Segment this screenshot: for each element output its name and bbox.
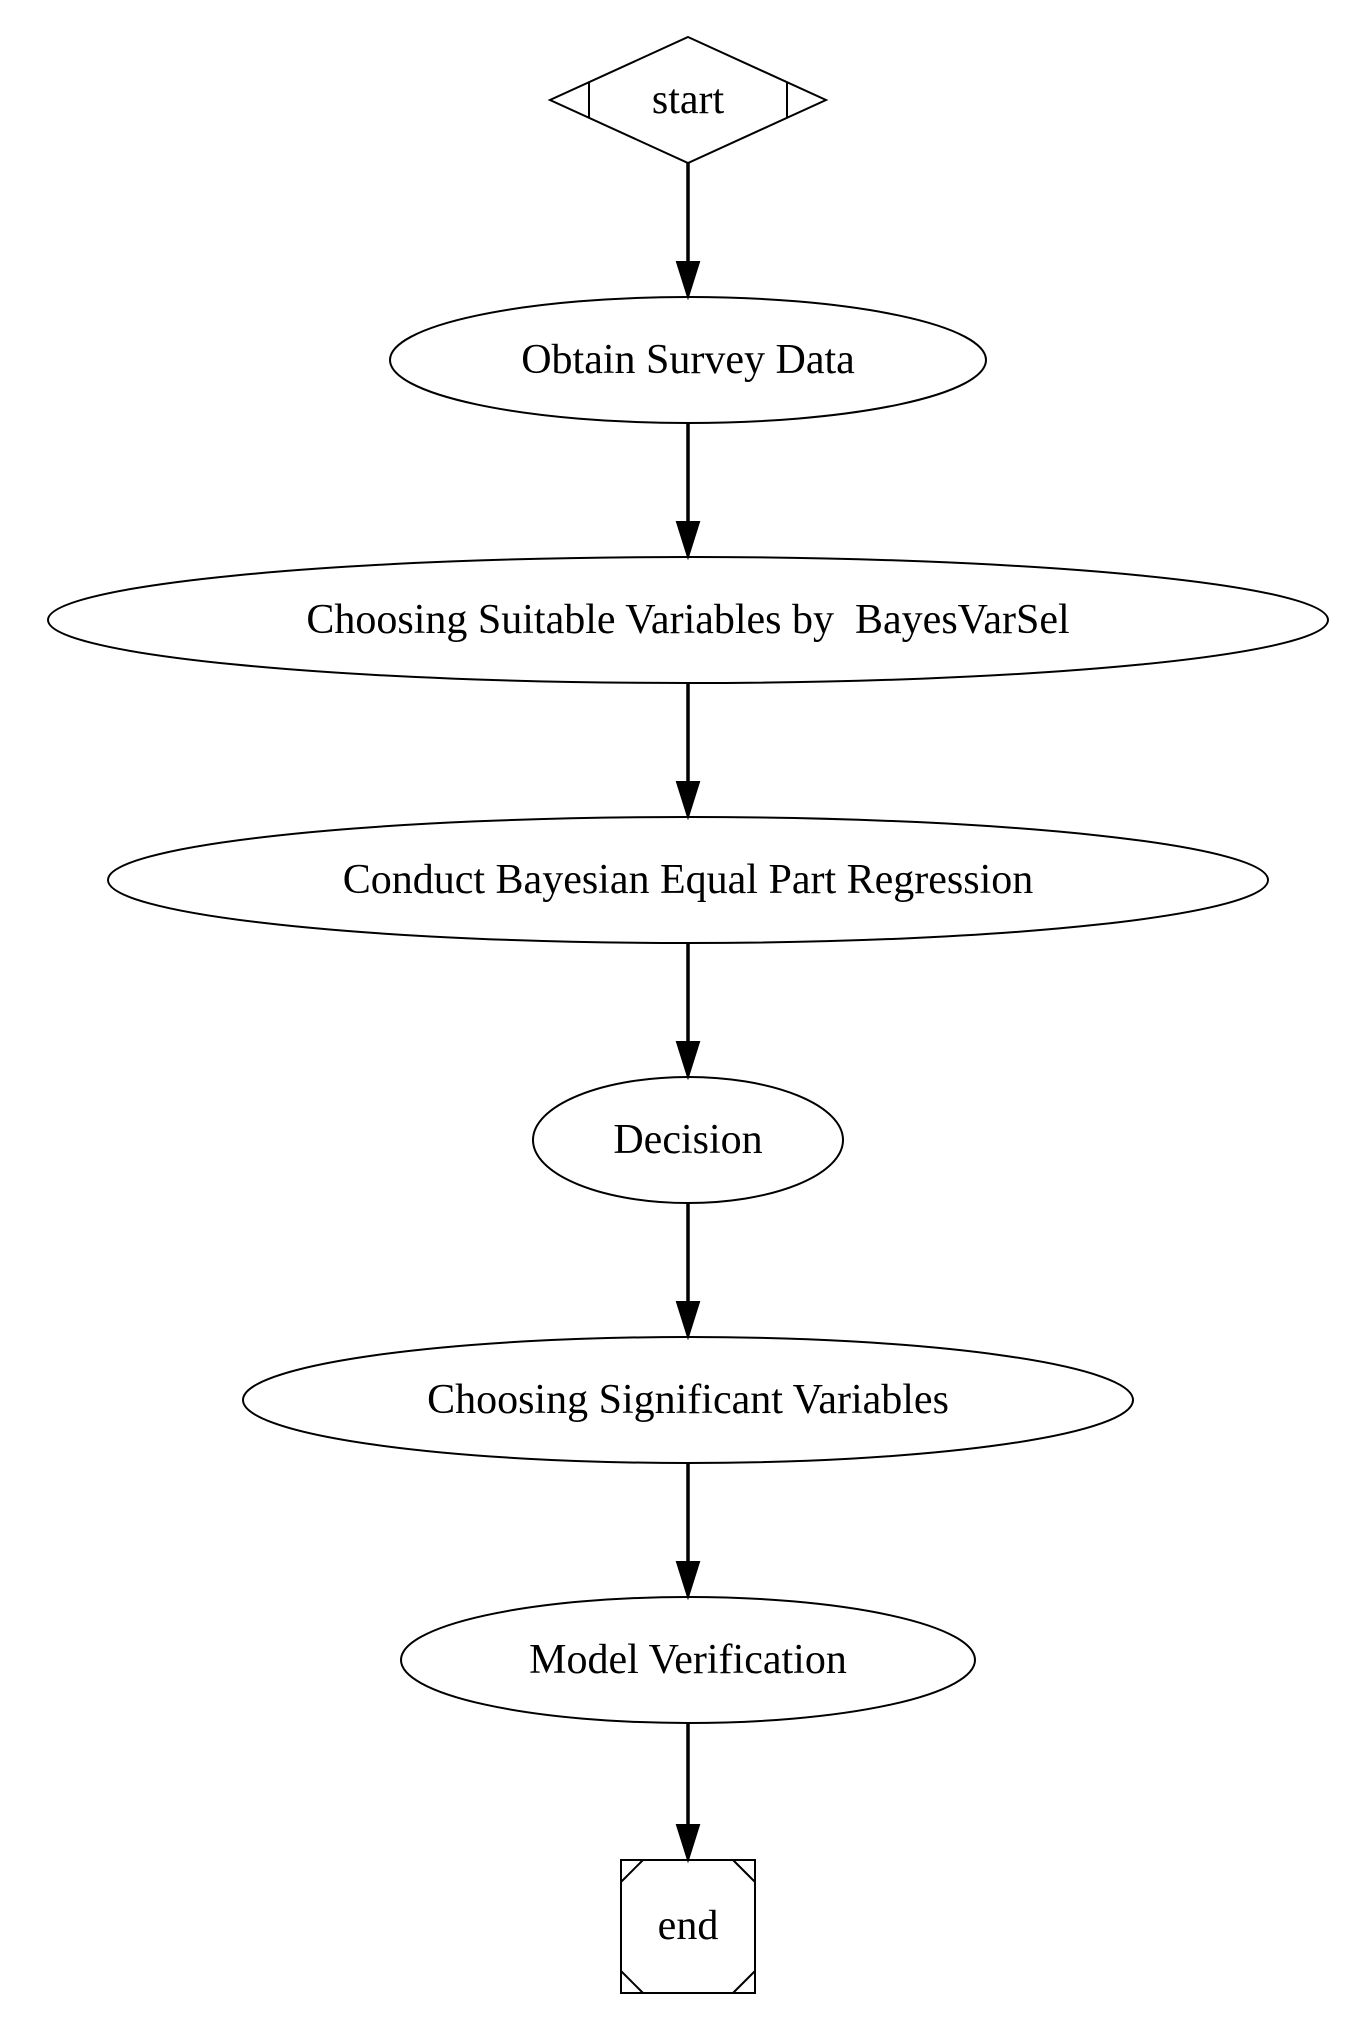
choosing-significant-variables-label: Choosing Significant Variables — [427, 1377, 949, 1423]
edge-choose-significant-to-verification — [675, 1463, 701, 1601]
edge-decision-to-choose-significant — [675, 1203, 701, 1341]
arrow-head — [675, 1301, 701, 1341]
decision-label: Decision — [613, 1117, 762, 1163]
node-decision: Decision — [532, 1076, 844, 1204]
arrow-head — [675, 781, 701, 821]
arrow-head — [675, 521, 701, 561]
arrow-head — [675, 1041, 701, 1081]
edge-obtain-to-choose-suitable — [675, 423, 701, 561]
choosing-suitable-variables-label: Choosing Suitable Variables by BayesVarS… — [306, 597, 1069, 643]
arrow-head — [675, 261, 701, 301]
edge-choose-suitable-to-conduct — [675, 683, 701, 821]
conduct-regression-label: Conduct Bayesian Equal Part Regression — [343, 857, 1034, 903]
node-end: end — [620, 1859, 756, 1994]
arrow-head — [675, 1824, 701, 1864]
end-corner-top-left — [620, 1859, 644, 1883]
end-corner-bottom-left — [620, 1970, 644, 1994]
arrow-head — [675, 1561, 701, 1601]
node-start: start — [547, 35, 829, 165]
node-obtain-survey-data: Obtain Survey Data — [389, 296, 987, 424]
node-choosing-suitable-variables: Choosing Suitable Variables by BayesVarS… — [47, 556, 1329, 684]
node-model-verification: Model Verification — [400, 1596, 976, 1724]
obtain-survey-data-label: Obtain Survey Data — [521, 337, 855, 383]
start-label: start — [652, 77, 725, 123]
edge-verification-to-end — [675, 1723, 701, 1864]
edge-conduct-to-decision — [675, 943, 701, 1081]
node-choosing-significant-variables: Choosing Significant Variables — [242, 1336, 1134, 1464]
node-conduct-regression: Conduct Bayesian Equal Part Regression — [107, 816, 1269, 944]
end-corner-top-right — [732, 1859, 756, 1883]
edge-start-to-obtain — [675, 163, 701, 301]
end-label: end — [658, 1903, 719, 1949]
model-verification-label: Model Verification — [529, 1637, 847, 1683]
end-corner-bottom-right — [732, 1970, 756, 1994]
